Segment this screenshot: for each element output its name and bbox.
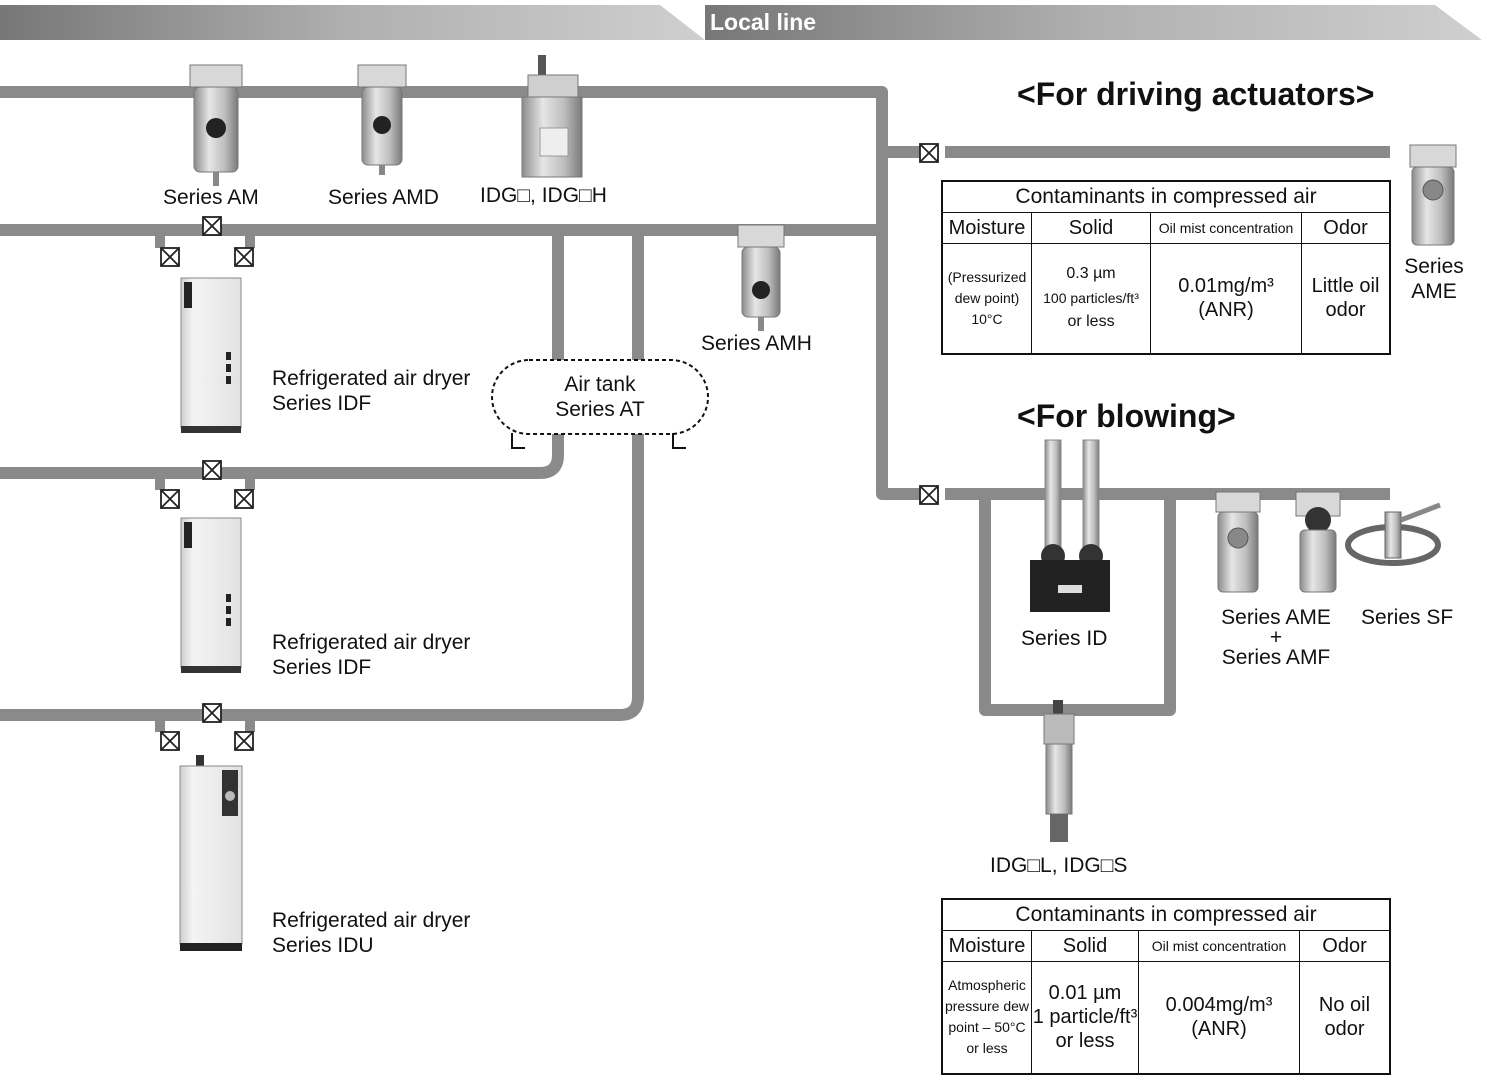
table-title: Contaminants in compressed air xyxy=(942,899,1390,931)
label-dryer-2-line2: Series IDF xyxy=(272,655,371,680)
driving-section-title: <For driving actuators> xyxy=(1017,76,1374,113)
label-ame-line1: Series xyxy=(1396,254,1472,279)
label-series-am: Series AM xyxy=(163,185,259,210)
membrane-dryer-idg-ls-image xyxy=(1044,700,1074,842)
label-series-amd: Series AMD xyxy=(328,185,439,210)
label-idg-ls: IDG□L, IDG□S xyxy=(990,853,1127,878)
table-cell-oil: 0.004mg/m³(ANR) xyxy=(1139,962,1300,1074)
filter-amd-image xyxy=(358,65,406,175)
valve-icon xyxy=(920,144,938,162)
filter-amh-image xyxy=(738,225,784,331)
valve-icon xyxy=(161,490,179,508)
dryer-id-image xyxy=(1030,440,1110,612)
label-dryer-3-line2: Series IDU xyxy=(272,933,374,958)
table-header: Odor xyxy=(1300,931,1391,962)
table-header: Solid xyxy=(1032,213,1151,244)
table-header: Oil mist concentration xyxy=(1139,931,1300,962)
header-band-right xyxy=(705,5,1482,40)
label-ame-line2: AME xyxy=(1396,279,1472,304)
label-series-id: Series ID xyxy=(1021,626,1107,651)
valve-icon xyxy=(203,704,221,722)
label-dryer-1-line2: Series IDF xyxy=(272,391,371,416)
label-idg-h: IDG□, IDG□H xyxy=(480,183,607,208)
filter-am-image xyxy=(190,65,242,186)
valve-icon xyxy=(920,486,938,504)
filter-ame-image xyxy=(1410,145,1456,245)
table-title: Contaminants in compressed air xyxy=(942,181,1390,213)
header-band-left xyxy=(0,5,705,40)
driving-contaminants-table: Contaminants in compressed air Moisture … xyxy=(941,180,1391,355)
header-title: Local line xyxy=(710,9,816,36)
blowing-contaminants-table: Contaminants in compressed air Moisture … xyxy=(941,898,1391,1075)
label-series-amh: Series AMH xyxy=(701,331,812,356)
membrane-dryer-idg-image xyxy=(522,55,582,177)
label-dryer-1-line1: Refrigerated air dryer xyxy=(272,366,470,391)
label-dryer-3-line1: Refrigerated air dryer xyxy=(272,908,470,933)
air-tank-label-1: Air tank xyxy=(540,372,660,397)
valve-icon xyxy=(161,248,179,266)
label-dryer-2-line1: Refrigerated air dryer xyxy=(272,630,470,655)
dryer-idf-1-image xyxy=(181,278,241,433)
valve-icon xyxy=(203,461,221,479)
filter-ame-amf-image xyxy=(1216,492,1340,592)
table-header: Odor xyxy=(1302,213,1391,244)
label-series-sf: Series SF xyxy=(1361,605,1453,630)
dryer-idf-2-image xyxy=(181,518,241,673)
table-header: Oil mist concentration xyxy=(1151,213,1302,244)
label-ame-amf-3: Series AMF xyxy=(1206,645,1346,670)
valve-icon xyxy=(203,217,221,235)
dryer-idu-image xyxy=(180,755,242,951)
air-tank-label-2: Series AT xyxy=(540,397,660,422)
valve-icon xyxy=(235,490,253,508)
table-header: Moisture xyxy=(942,931,1032,962)
blowing-section-title: <For blowing> xyxy=(1017,398,1236,435)
valve-icon xyxy=(161,732,179,750)
pipe-top-main xyxy=(0,92,920,494)
pipe-tank-return-1 xyxy=(0,232,558,473)
table-header: Moisture xyxy=(942,213,1032,244)
valve-icon xyxy=(235,732,253,750)
valve-icon xyxy=(235,248,253,266)
table-cell-oil: 0.01mg/m³(ANR) xyxy=(1151,244,1302,354)
table-header: Solid xyxy=(1032,931,1139,962)
filter-sf-image xyxy=(1348,505,1440,563)
